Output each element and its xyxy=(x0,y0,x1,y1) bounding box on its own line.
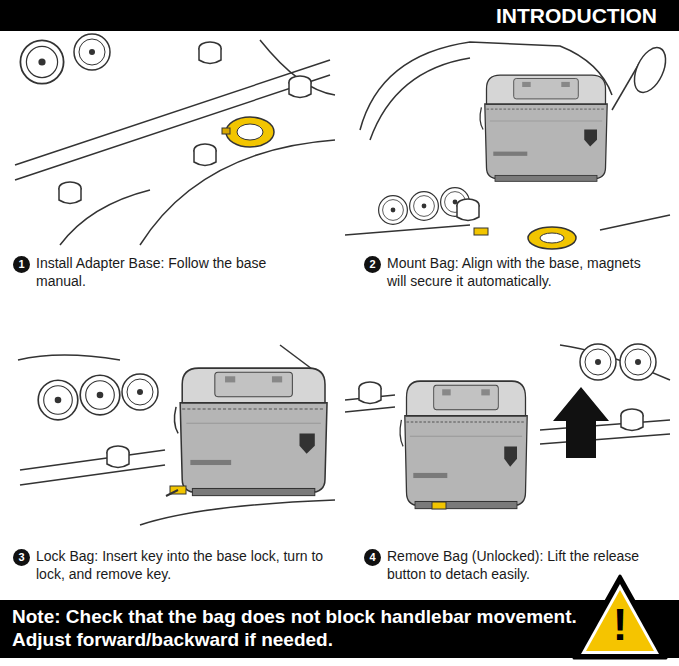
step-caption: Lock Bag: Insert key into the base lock,… xyxy=(36,547,326,583)
warning-sign: ! xyxy=(571,573,669,661)
title-text: INTRODUCTION xyxy=(496,4,657,28)
warning-mark: ! xyxy=(571,602,669,648)
step-number: 2 xyxy=(364,256,381,273)
callout-number: 2 xyxy=(369,259,375,270)
callout-number: 1 xyxy=(18,259,24,270)
step-number: 1 xyxy=(13,256,30,273)
step-caption: Install Adapter Base: Follow the base ma… xyxy=(36,254,286,290)
step-number: 4 xyxy=(364,549,381,566)
callout-number: 4 xyxy=(369,552,375,563)
step-caption: Remove Bag (Unlocked): Lift the release … xyxy=(387,547,647,583)
note-band: Note: Check that the bag does not block … xyxy=(0,600,679,658)
step-caption: Mount Bag: Align with the base, magnets … xyxy=(387,254,652,290)
step-number: 3 xyxy=(13,549,30,566)
note-text: Note: Check that the bag does not block … xyxy=(12,605,577,651)
callout-number: 3 xyxy=(18,552,24,563)
